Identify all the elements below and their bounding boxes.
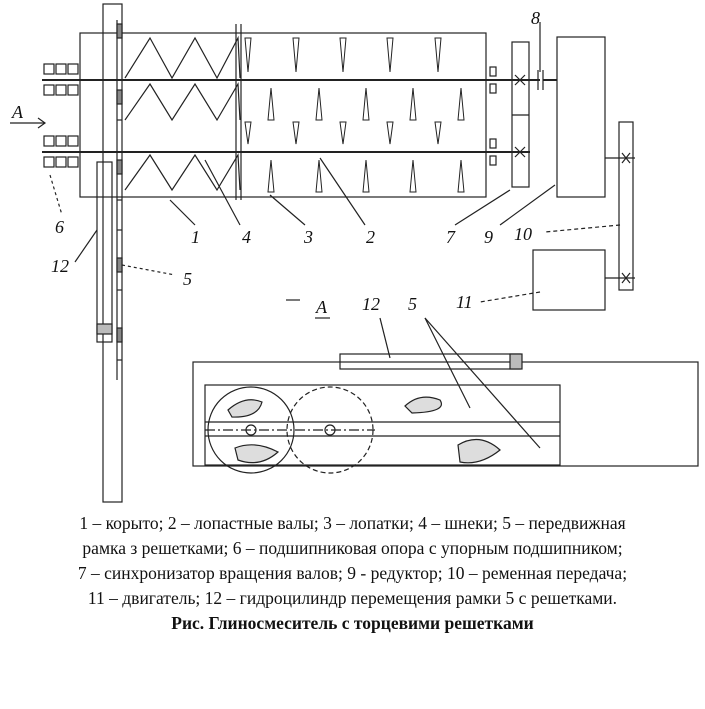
label-8: 8 xyxy=(531,8,540,28)
screw-top xyxy=(124,35,241,80)
grate-cell xyxy=(116,159,123,175)
caption-line: рамка з решетками; 6 – подшипниковая опо… xyxy=(82,538,623,558)
label-view-5: 5 xyxy=(408,294,417,314)
grate-hole xyxy=(457,439,501,464)
paddle-blade xyxy=(339,121,347,145)
grate-cell xyxy=(116,327,123,343)
label-3: 3 xyxy=(303,227,313,247)
caption-line: 1 – корыто; 2 – лопастные валы; 3 – лопа… xyxy=(79,513,626,533)
label-4: 4 xyxy=(242,227,251,247)
paddle-blade xyxy=(244,121,252,145)
grate-hole xyxy=(404,396,442,414)
paddle-blade xyxy=(362,159,370,193)
screw-bottom xyxy=(124,153,241,192)
paddle-blade xyxy=(315,159,323,193)
label-12: 12 xyxy=(51,256,69,276)
paddle-blade xyxy=(244,37,252,73)
paddle-blade xyxy=(457,159,465,193)
label-view-12: 12 xyxy=(362,294,380,314)
paddle-blade xyxy=(267,87,275,121)
paddle-blade xyxy=(339,37,347,73)
label-a-arrow: A xyxy=(11,102,24,122)
caption-line: 7 – синхронизатор вращения валов; 9 - ре… xyxy=(77,563,628,583)
paddle-blade xyxy=(457,87,465,121)
paddle-blade xyxy=(292,121,300,145)
trough xyxy=(79,32,487,198)
label-2: 2 xyxy=(366,227,375,247)
label-6: 6 xyxy=(55,217,64,237)
label-10: 10 xyxy=(514,224,532,244)
label-9: 9 xyxy=(484,227,493,247)
paddle-blade xyxy=(292,37,300,73)
figure-caption: 1 – корыто; 2 – лопастные валы; 3 – лопа… xyxy=(0,511,705,636)
belt-drive xyxy=(618,121,634,291)
paddle-blade xyxy=(362,87,370,121)
paddle-blade xyxy=(386,121,394,145)
motor xyxy=(532,249,606,311)
view-a xyxy=(192,299,699,474)
grate-cell xyxy=(116,257,123,273)
bearing-support-left xyxy=(43,63,79,168)
screw-middle xyxy=(124,81,241,122)
paddle-blade xyxy=(434,121,442,145)
label-7: 7 xyxy=(446,227,456,247)
grate-hole xyxy=(234,444,280,464)
figure-title: Рис. Глиносмеситель с торцевими решеткам… xyxy=(171,613,534,633)
label-view-a: A xyxy=(315,297,328,317)
hydraulic-cylinder xyxy=(96,161,113,343)
label-5: 5 xyxy=(183,269,192,289)
movable-frame xyxy=(102,3,123,503)
paddle-blade xyxy=(409,159,417,193)
paddle-blade xyxy=(386,37,394,73)
paddle-blade xyxy=(267,159,275,193)
grate-cell xyxy=(116,23,123,39)
grate-cell xyxy=(116,89,123,105)
reducer xyxy=(556,36,606,198)
caption-line: 11 – двигатель; 12 – гидроцилиндр переме… xyxy=(87,588,618,608)
paddle-blade xyxy=(409,87,417,121)
grate-hole xyxy=(227,399,263,418)
mixer-drawing: A 1 2 3 4 5 6 7 8 9 10 11 12 A 12 5 xyxy=(10,3,699,503)
label-11: 11 xyxy=(456,292,473,312)
paddle-blade xyxy=(434,37,442,73)
paddle-blade xyxy=(315,87,323,121)
label-1: 1 xyxy=(191,227,200,247)
